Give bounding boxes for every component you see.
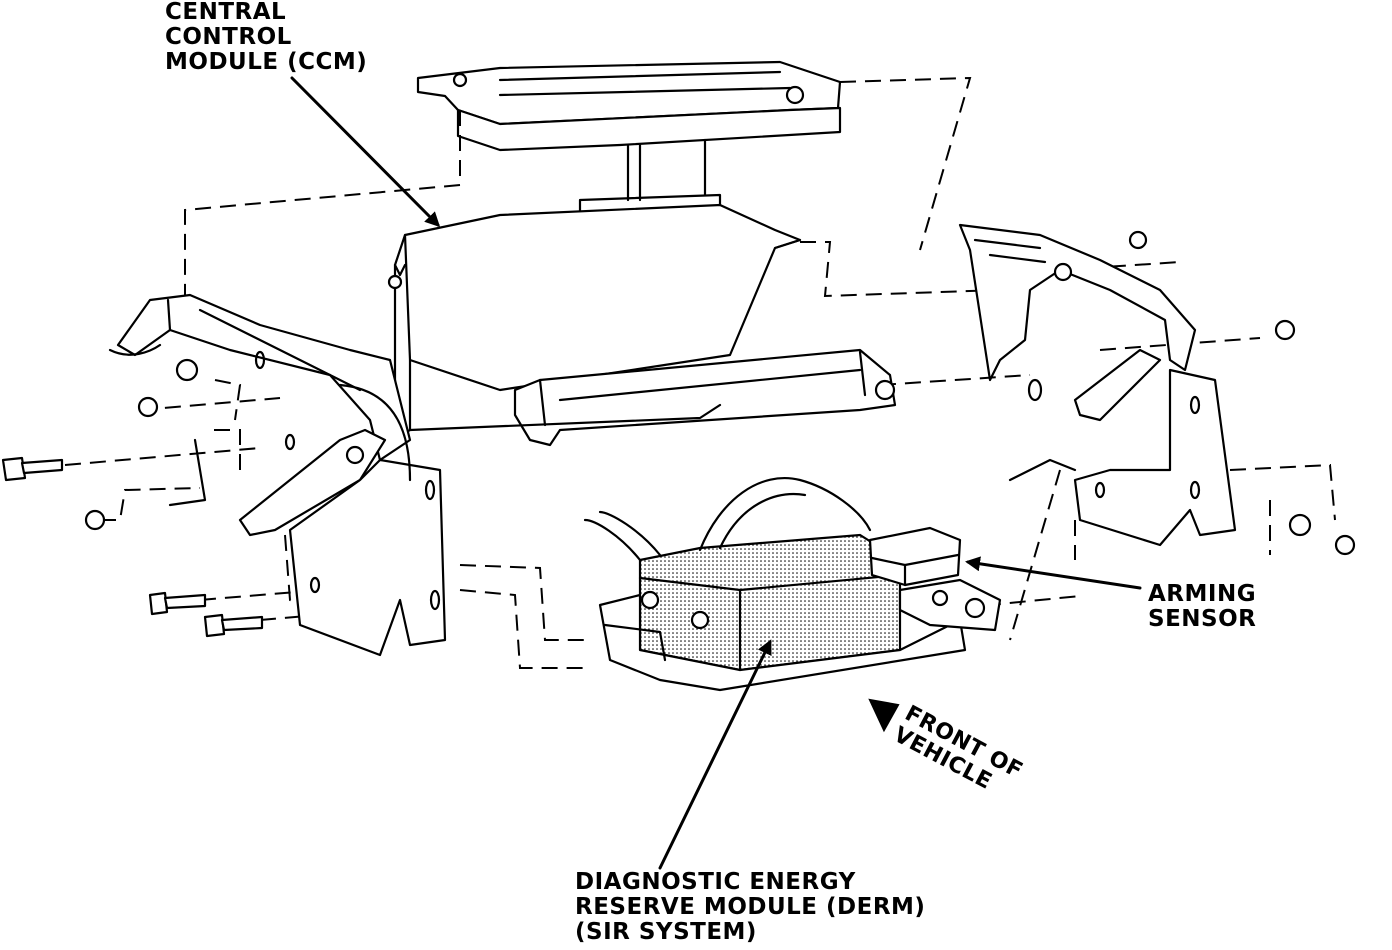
left-bolts — [1, 456, 264, 638]
ccm-label-line-3: MODULE (CCM) — [165, 49, 368, 75]
arming-sensor-label: ARMING SENSOR — [1148, 582, 1256, 632]
leader-arrows — [290, 76, 1142, 870]
right-mounting-bracket — [958, 223, 1356, 556]
ccm-leader-arrow — [290, 76, 441, 228]
ccm-label-line-1: CENTRAL — [165, 0, 287, 25]
ccm-label: CENTRAL CONTROL MODULE (CCM) — [165, 0, 367, 75]
front-of-vehicle-arrow — [868, 698, 900, 733]
ccm-label-line-2: CONTROL — [165, 24, 292, 50]
arming-sensor-leader-arrow — [965, 556, 1142, 590]
upper-mounting-bracket — [416, 60, 842, 217]
left-mounting-bracket — [84, 293, 447, 657]
arming-sensor — [868, 526, 1002, 632]
derm-leader-arrow — [658, 639, 772, 870]
derm-label-line-1: DIAGNOSTIC ENERGY — [575, 869, 856, 895]
derm-module — [583, 477, 967, 692]
derm-label-line-3: (SIR SYSTEM) — [575, 919, 757, 945]
derm-label: DIAGNOSTIC ENERGY RESERVE MODULE (DERM) … — [575, 870, 925, 945]
arming-sensor-label-line-2: SENSOR — [1148, 606, 1257, 632]
arming-sensor-label-line-1: ARMING — [1148, 581, 1257, 607]
derm-label-line-2: RESERVE MODULE (DERM) — [575, 894, 926, 920]
central-control-module — [387, 203, 897, 447]
